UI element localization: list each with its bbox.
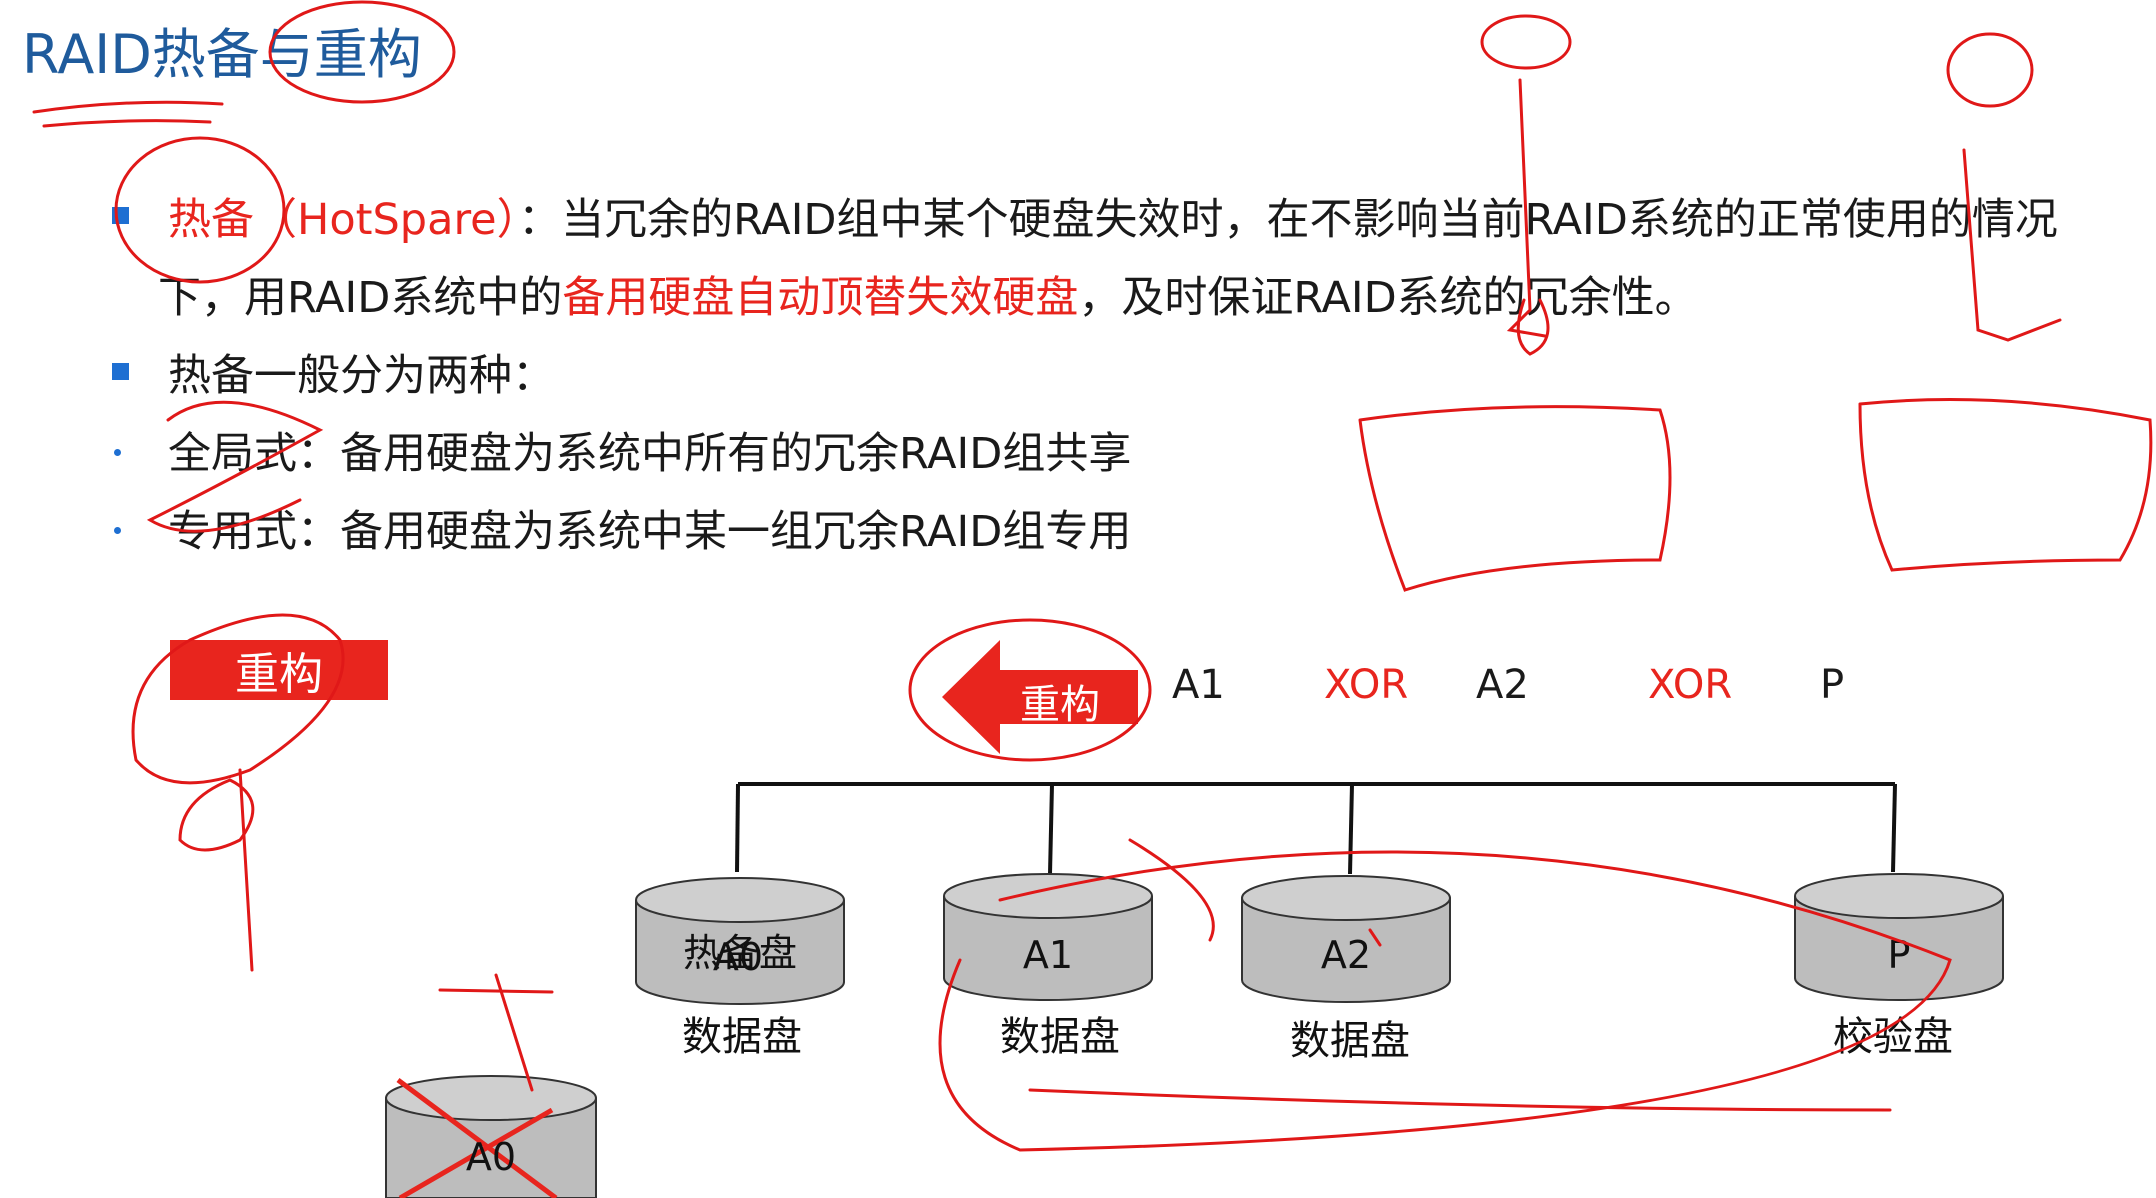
caption-hotspare: 数据盘 [682,1014,802,1060]
hotspare-term: 热备（HotSpare） [168,195,519,245]
line2-end: ，及时保证RAID系统的冗余性。 [1078,273,1698,323]
failed-disk-label: A0 [466,1135,516,1179]
eq-p: P [1820,662,1845,708]
disk-a0-overlay-label: A0 [713,935,763,979]
connector-line [735,783,740,873]
failed-cross [398,1107,554,1198]
disk-a1-label: A1 [1023,933,1073,977]
bullet-square-icon [112,363,129,380]
eq-xor-1: XOR [1324,662,1409,708]
line2-highlight: 备用硬盘自动顶替失效硬盘 [562,273,1079,323]
handwritten-annotations [32,0,2153,1152]
bullet-dot-icon [114,449,121,456]
page-title: RAID热备与重构 [22,23,422,86]
caption-p: 校验盘 [1833,1014,1953,1060]
rebuild-badge: 重构 [170,640,388,700]
bullet-hotspare-line2: 下，用RAID系统中的备用硬盘自动顶替失效硬盘，及时保证RAID系统的冗余性。 [158,263,1698,325]
hotspare-definition: ：当冗余的RAID组中某个硬盘失效时，在不影响当前RAID系统的正常使用的情况 [518,195,2058,245]
disk-a1 [943,873,1153,1001]
caption-a2: 数据盘 [1290,1018,1410,1064]
rebuild-arrow-label: 重构 [1020,682,1100,728]
eq-a1: A1 [1172,662,1225,708]
disk-a2 [1241,875,1451,1003]
connector-line [1048,783,1054,875]
bullet-dot-icon [114,527,121,534]
connector-line [1348,783,1354,875]
failed-cross [396,1077,558,1198]
eq-a2: A2 [1476,662,1529,708]
connector-line [1891,783,1897,873]
disk-hotspare-label: 热备盘 [683,931,797,975]
disk-hotspare [635,877,845,1005]
rebuild-arrow-shape [942,640,1138,754]
disk-a2-label: A2 [1321,933,1371,977]
caption-a1: 数据盘 [1000,1014,1120,1060]
line2-start: 下，用RAID系统中的 [158,273,563,323]
eq-xor-2: XOR [1648,662,1733,708]
disk-failed-a0 [385,1075,597,1198]
